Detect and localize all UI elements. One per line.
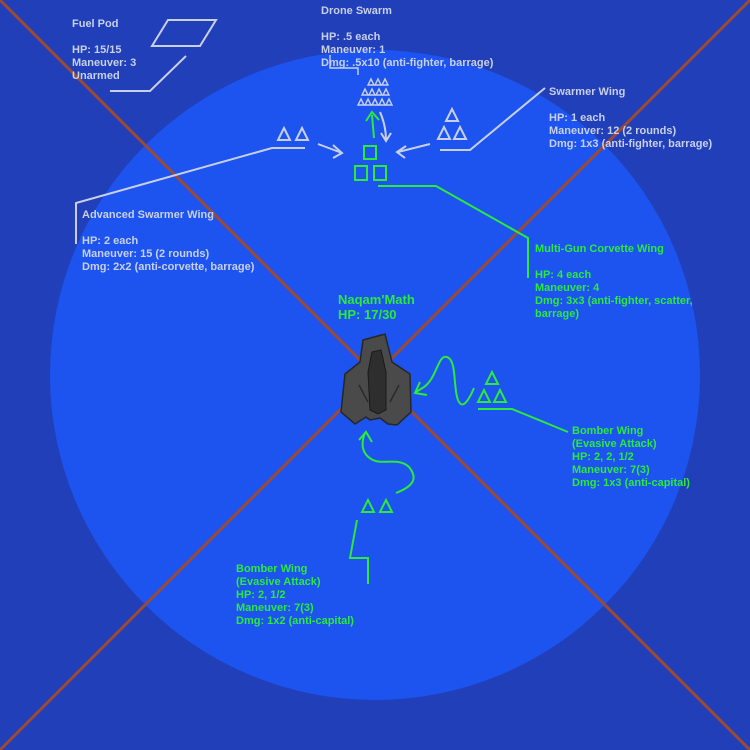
swarmer-wing-title: Swarmer Wing — [549, 86, 626, 98]
flagship-plate-line — [389, 384, 400, 403]
bomber-wing-right-hp: HP: 2, 2, 1/2 — [572, 451, 634, 463]
advanced-swarmer-wing-leader-line — [75, 147, 305, 244]
advanced-swarmer-wing-hp: HP: 2 each — [82, 235, 139, 247]
advanced-swarmer-wing-title: Advanced Swarmer Wing — [82, 209, 214, 221]
bomber-wing-right-tactic: (Evasive Attack) — [572, 438, 657, 450]
corvette-wing-maneuver: Maneuver: 4 — [535, 282, 600, 294]
drone-swarm-maneuver: Maneuver: 1 — [321, 44, 386, 56]
bomber-wing-bottom-damage: Dmg: 1x2 (anti-capital) — [236, 615, 354, 627]
bomber-wing-right-move-path — [413, 355, 475, 406]
swarmer-wing-damage: Dmg: 1x3 (anti-fighter, barrage) — [549, 138, 713, 150]
corvette-wing-move-arrow — [365, 110, 380, 139]
fuel-pod-armament: Unarmed — [72, 70, 120, 82]
bomber-wing-right-leader-line — [478, 408, 569, 433]
bomber-wing-right-title: Bomber Wing — [572, 425, 644, 437]
bomber-wing-bottom-icon — [360, 497, 394, 513]
advanced-swarmer-wing-label: Advanced Swarmer Wing HP: 2 each Maneuve… — [82, 209, 254, 274]
fuel-pod-icon — [150, 19, 218, 47]
drone-swarm-damage: Dmg: .5x10 (anti-fighter, barrage) — [321, 57, 494, 69]
bomber-wing-right-label: Bomber Wing (Evasive Attack) HP: 2, 2, 1… — [572, 425, 690, 490]
bomber-wing-right-icon — [476, 369, 508, 403]
corvette-wing-damage-cont: barrage) — [535, 308, 580, 320]
corvette-wing-title: Multi-Gun Corvette Wing — [535, 243, 664, 255]
swarmer-wing-move-arrow — [395, 143, 431, 159]
drone-swarm-hp: HP: .5 each — [321, 31, 381, 43]
fuel-pod-label: Fuel Pod HP: 15/15 Maneuver: 3 Unarmed — [72, 18, 136, 83]
corvette-wing-label: Multi-Gun Corvette Wing HP: 4 each Maneu… — [535, 243, 693, 321]
bomber-wing-right[interactable] — [413, 355, 569, 433]
corvette-wing-hp: HP: 4 each — [535, 269, 592, 281]
flagship-core-icon — [367, 349, 387, 415]
drone-swarm-leader-line — [329, 55, 359, 75]
drone-swarm-label: Drone Swarm HP: .5 each Maneuver: 1 Dmg:… — [321, 5, 493, 70]
swarmer-wing-leader-line — [440, 87, 546, 151]
drone-swarm[interactable] — [329, 55, 394, 143]
advanced-swarmer-wing-maneuver: Maneuver: 15 (2 rounds) — [82, 248, 210, 260]
corvette-wing-icon — [354, 145, 387, 181]
swarmer-wing-hp: HP: 1 each — [549, 112, 606, 124]
bomber-wing-bottom-hp: HP: 2, 1/2 — [236, 589, 286, 601]
drone-swarm-icon — [356, 77, 394, 106]
flagship-plate-line — [358, 384, 369, 403]
fuel-pod-title: Fuel Pod — [72, 18, 119, 30]
drone-swarm-move-arrow — [379, 111, 392, 143]
bomber-wing-bottom-move-path — [358, 430, 415, 494]
flagship-hp: HP: 17/30 — [338, 307, 397, 322]
fuel-pod-maneuver: Maneuver: 3 — [72, 57, 137, 69]
corvette-wing[interactable] — [354, 110, 529, 278]
bomber-wing-bottom[interactable] — [348, 430, 415, 584]
bomber-wing-bottom-maneuver: Maneuver: 7(3) — [236, 602, 314, 614]
fuel-pod[interactable] — [110, 19, 218, 92]
advanced-swarmer-wing[interactable] — [75, 125, 344, 244]
fuel-pod-hp: HP: 15/15 — [72, 44, 122, 56]
bomber-wing-right-maneuver: Maneuver: 7(3) — [572, 464, 650, 476]
swarmer-wing-icon — [436, 106, 468, 140]
flagship-name: Naqam'Math — [338, 292, 415, 307]
drone-swarm-title: Drone Swarm — [321, 5, 392, 17]
advanced-swarmer-wing-move-arrow — [317, 143, 344, 159]
swarmer-wing-label: Swarmer Wing HP: 1 each Maneuver: 12 (2 … — [549, 86, 712, 151]
bomber-wing-bottom-leader-line — [348, 519, 369, 584]
swarmer-wing[interactable] — [395, 87, 546, 159]
advanced-swarmer-wing-icon — [276, 125, 310, 141]
flagship-label: Naqam'Math HP: 17/30 — [338, 292, 415, 322]
advanced-swarmer-wing-damage: Dmg: 2x2 (anti-corvette, barrage) — [82, 261, 255, 273]
bomber-wing-bottom-title: Bomber Wing — [236, 563, 308, 575]
corvette-wing-leader-line — [378, 185, 529, 278]
bomber-wing-right-damage: Dmg: 1x3 (anti-capital) — [572, 477, 690, 489]
swarmer-wing-maneuver: Maneuver: 12 (2 rounds) — [549, 125, 677, 137]
fuel-pod-leader-line — [110, 55, 187, 92]
corvette-wing-damage: Dmg: 3x3 (anti-fighter, scatter, — [535, 295, 693, 307]
flagship-naqam-math[interactable] — [340, 333, 412, 426]
bomber-wing-bottom-tactic: (Evasive Attack) — [236, 576, 321, 588]
bomber-wing-bottom-label: Bomber Wing (Evasive Attack) HP: 2, 1/2 … — [236, 563, 354, 628]
